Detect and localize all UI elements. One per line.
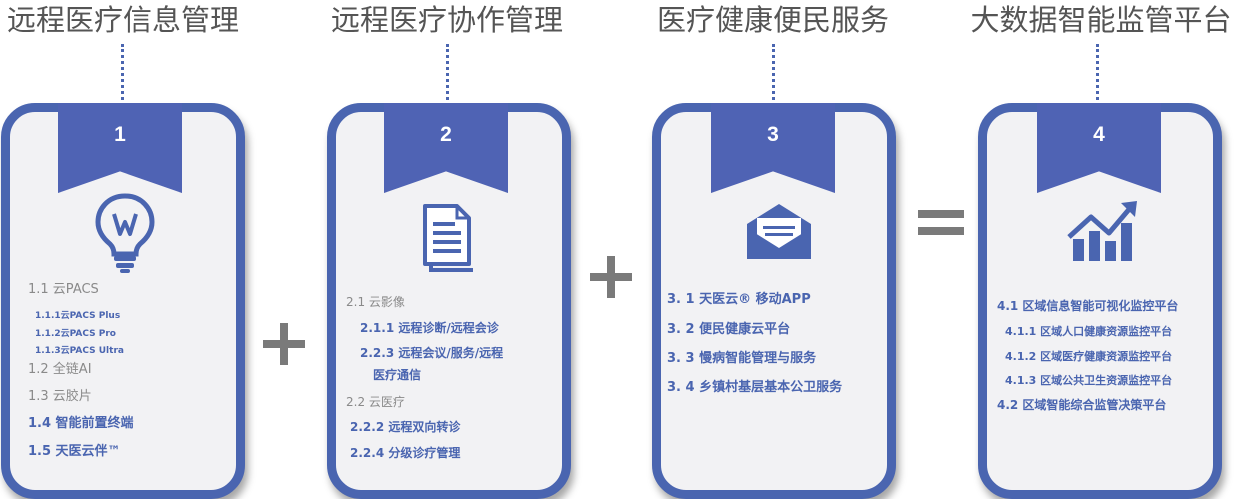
column-1-item-8: 1.5 天医云伴™	[28, 444, 121, 459]
column-1-item-1: 1.1 云PACS	[28, 282, 99, 297]
column-4-number-tab: 4	[1037, 103, 1161, 193]
column-4-card: 4 4.1 区域信息智能可视化监控平台 4.1.1 区域人口健康资源监控平台 4…	[978, 103, 1222, 499]
column-2-item-5: 2.2 云医疗	[346, 395, 405, 409]
column-4-item-4: 4.1.3 区域公共卫生资源监控平台	[1005, 374, 1173, 387]
column-2-title: 远程医疗协作管理	[330, 3, 563, 37]
column-2-item-7: 2.2.4 分级诊疗管理	[350, 446, 461, 460]
column-1-item-6: 1.3 云胶片	[28, 389, 92, 404]
column-3-card: 3 3. 1 天医云® 移动APP 3. 2 便民健康云平台 3. 3 慢病智能…	[652, 103, 896, 499]
column-1-item-5: 1.2 全链AI	[28, 362, 92, 377]
column-1-card: 1 1.1 云PACS 1.1.1云PACS Plus 1.1.2云PACS P…	[1, 103, 245, 499]
envelope-icon	[747, 204, 811, 259]
column-2-number: 2	[440, 123, 452, 146]
column-1-item-2: 1.1.1云PACS Plus	[35, 311, 121, 321]
column-2-item-3: 2.2.3 远程会议/服务/远程	[360, 346, 504, 360]
column-2-item-2: 2.1.1 远程诊断/远程会诊	[360, 321, 499, 335]
column-1-title: 远程医疗信息管理	[6, 3, 239, 37]
column-3-item-3: 3. 3 慢病智能管理与服务	[667, 351, 817, 366]
column-4-connector	[1096, 44, 1099, 100]
column-3-number-tab: 3	[711, 103, 835, 193]
column-1-number: 1	[114, 123, 126, 146]
column-4-item-2: 4.1.1 区域人口健康资源监控平台	[1005, 325, 1173, 338]
column-3-item-2: 3. 2 便民健康云平台	[667, 322, 791, 337]
column-2-item-1: 2.1 云影像	[346, 295, 405, 309]
column-4-item-3: 4.1.2 区域医疗健康资源监控平台	[1005, 350, 1173, 363]
column-1-item-3: 1.1.2云PACS Pro	[35, 329, 116, 339]
column-3-number: 3	[767, 123, 779, 146]
column-3-item-1: 3. 1 天医云® 移动APP	[667, 292, 811, 307]
column-2-item-4: 医疗通信	[373, 368, 422, 382]
column-2-connector	[446, 44, 449, 100]
column-2-card: 2 2.1 云影像 2.1.1 远程诊断/远程会诊 2.2.3 远程会议/服务/…	[327, 103, 571, 499]
document-icon	[423, 204, 473, 272]
column-4-title: 大数据智能监管平台	[970, 3, 1232, 37]
growth-chart-icon	[1067, 201, 1137, 261]
column-4-item-5: 4.2 区域智能综合监管决策平台	[997, 398, 1167, 412]
column-1-item-4: 1.1.3云PACS Ultra	[35, 346, 124, 356]
column-2-number-tab: 2	[384, 103, 508, 193]
column-3-item-4: 3. 4 乡镇村基层基本公卫服务	[667, 380, 843, 395]
column-4-item-1: 4.1 区域信息智能可视化监控平台	[997, 299, 1179, 313]
column-4-number: 4	[1093, 123, 1105, 146]
lightbulb-icon	[95, 193, 155, 273]
column-1-number-tab: 1	[58, 103, 182, 193]
column-1-item-7: 1.4 智能前置终端	[28, 416, 134, 431]
column-3-connector	[772, 44, 775, 100]
column-1-connector	[121, 44, 124, 100]
column-2-item-6: 2.2.2 远程双向转诊	[350, 420, 461, 434]
column-3-title: 医疗健康便民服务	[656, 3, 889, 37]
